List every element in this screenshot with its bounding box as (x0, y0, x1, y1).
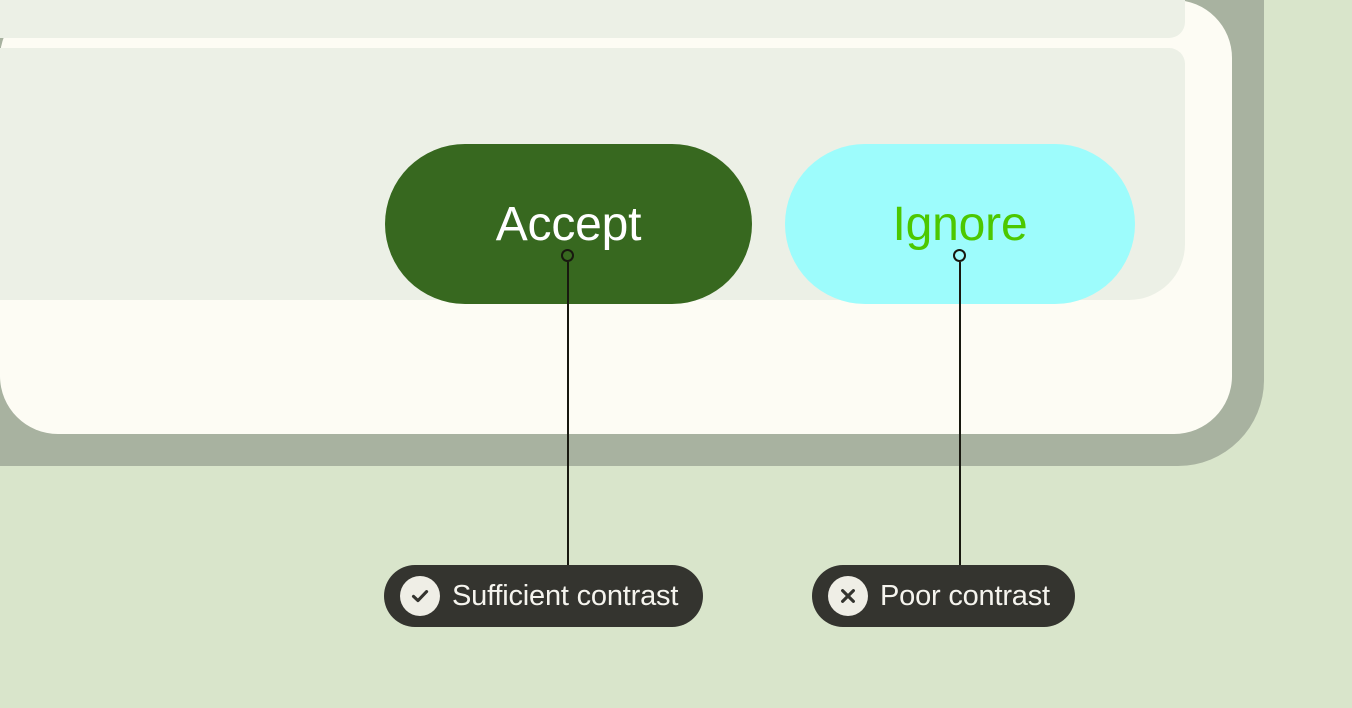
card-request: a request. Accept Ignore (0, 48, 1185, 304)
x-circle-icon (828, 576, 868, 616)
annotation-badge-label: Sufficient contrast (452, 579, 679, 612)
card-stack: a request. Accept Ignore (0, 0, 1185, 304)
leader-dot-accept (561, 249, 574, 262)
phone-screen: a request. Accept Ignore (0, 0, 1232, 434)
leader-line-ignore (959, 262, 961, 569)
leader-line-accept (567, 262, 569, 569)
leader-dot-ignore (953, 249, 966, 262)
annotation-badge-sufficient-contrast: Sufficient contrast (384, 565, 704, 627)
check-circle-icon (400, 576, 440, 616)
card-divider-gap (0, 38, 1185, 48)
annotation-badge-label: Poor contrast (880, 579, 1050, 612)
phone-frame: a request. Accept Ignore (0, 0, 1264, 466)
card-top (0, 0, 1185, 38)
request-action-row: Accept Ignore (385, 144, 1135, 304)
annotation-badge-poor-contrast: Poor contrast (812, 565, 1075, 627)
